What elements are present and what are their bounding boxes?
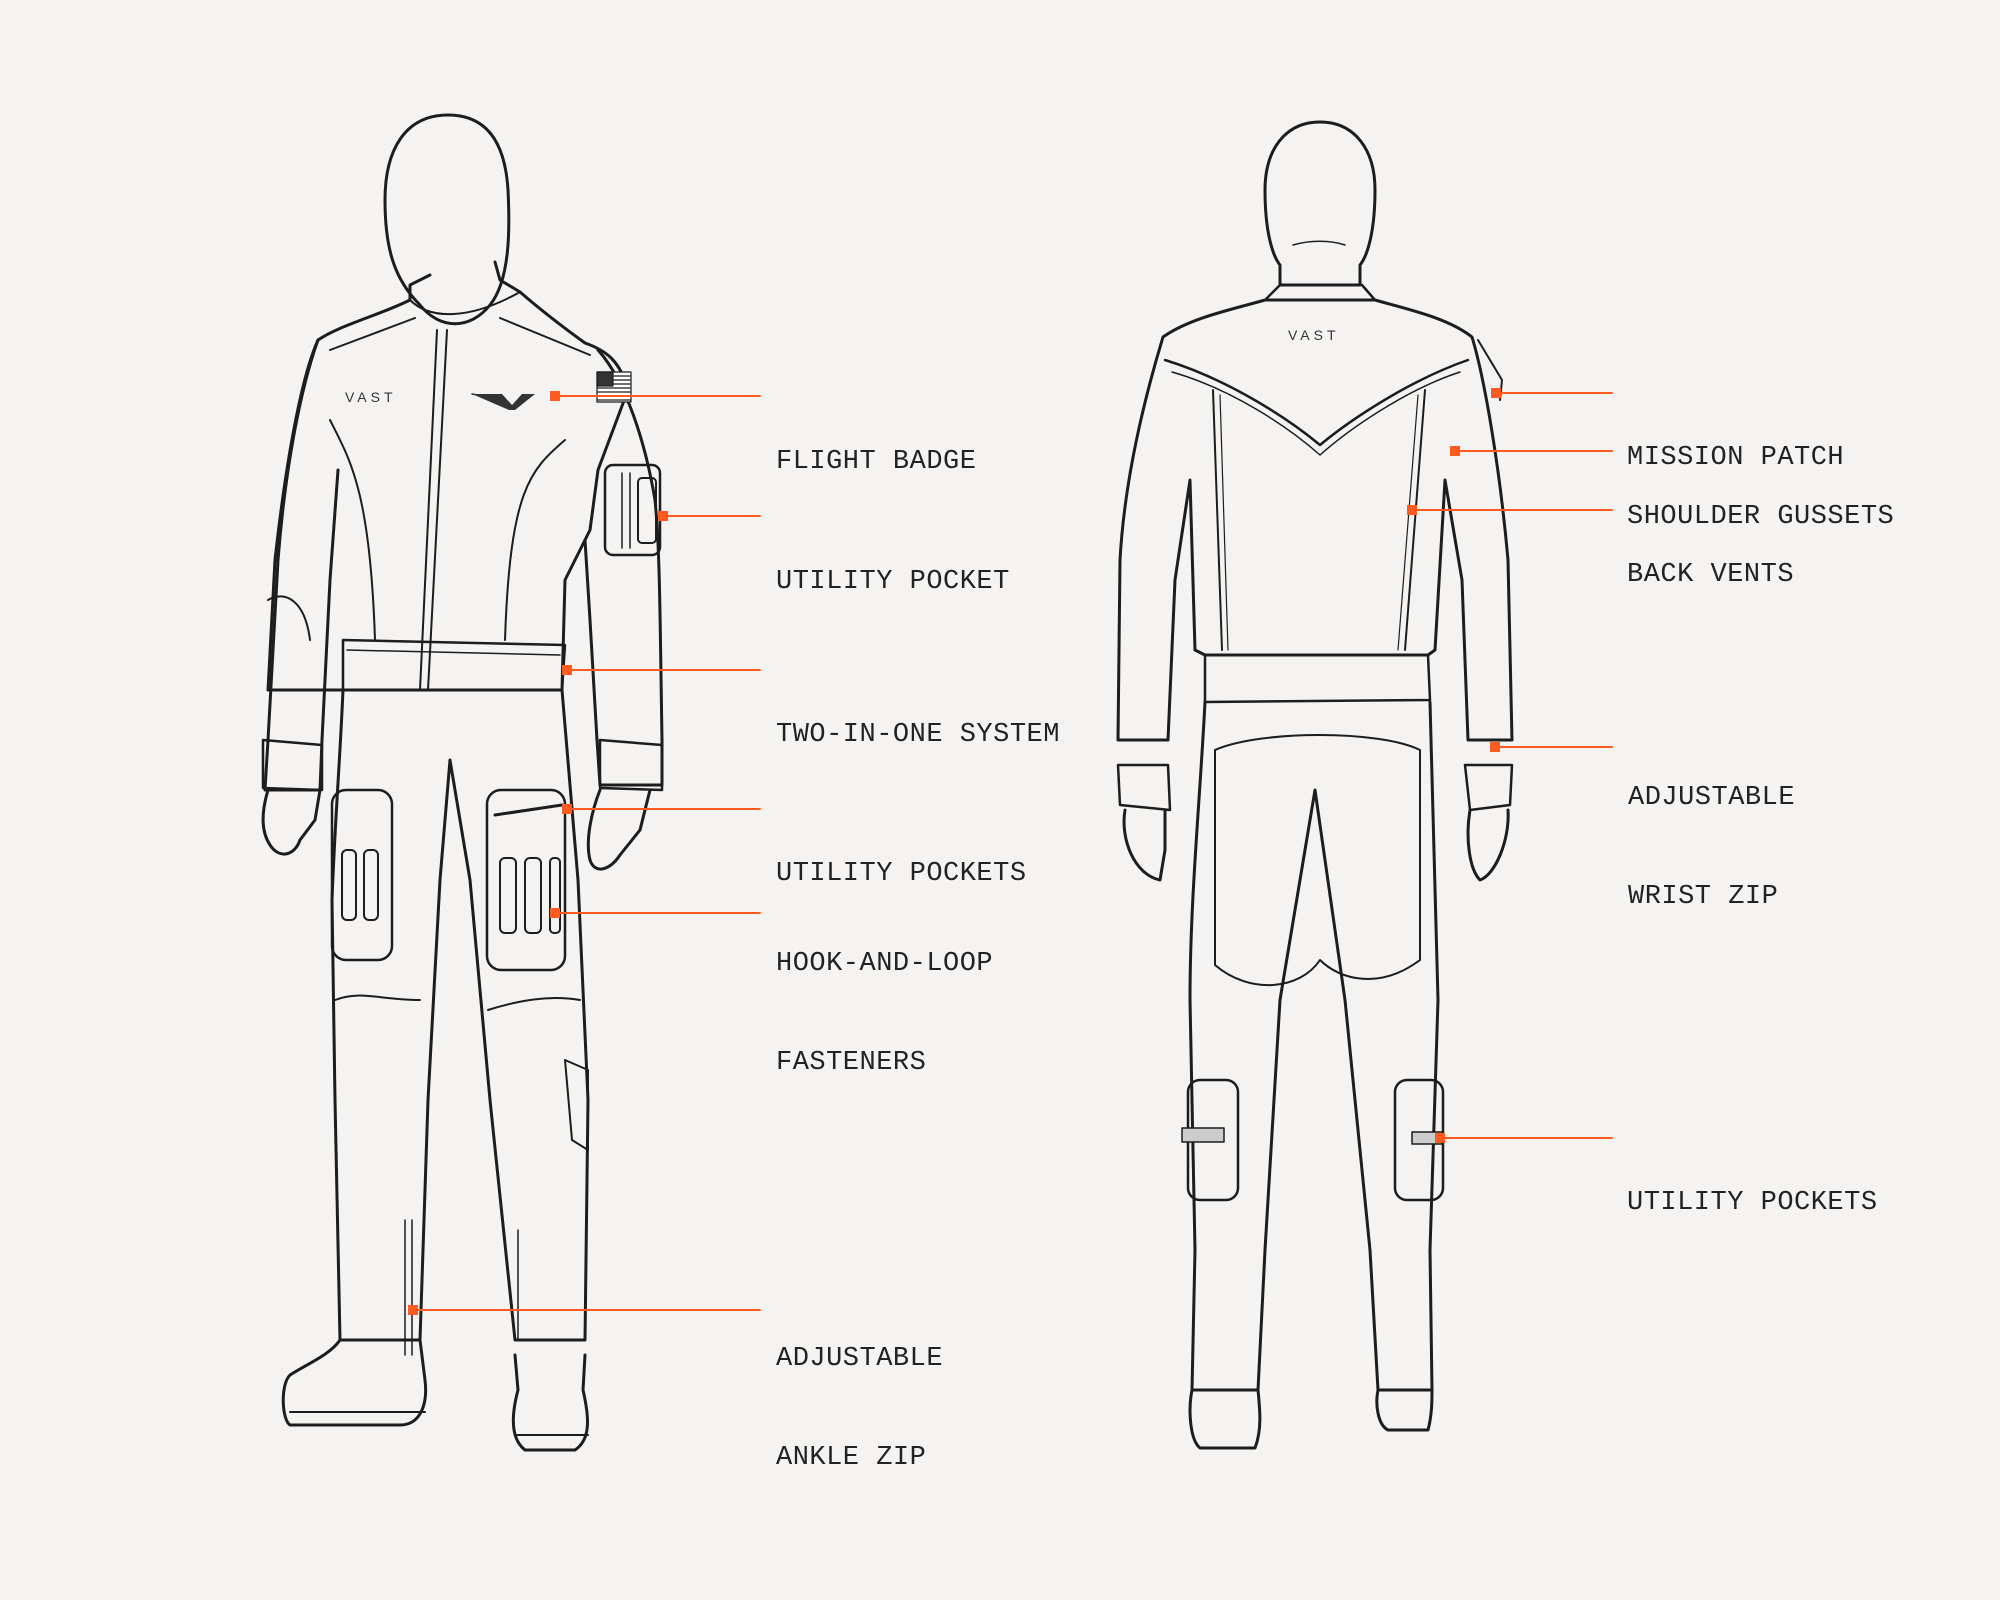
back-figure [1116, 120, 1514, 1450]
front-hand-right [586, 788, 652, 871]
back-neck-logo: VAST [1288, 327, 1340, 343]
front-hand-left [261, 788, 322, 856]
back-trousers [1188, 700, 1440, 1392]
front-jacket [266, 290, 630, 692]
label-hook-and-loop-fasteners: HOOK-AND-LOOP FASTENERS [776, 949, 994, 1078]
shoulder-gussets-marker [1450, 446, 1460, 456]
wrist-zip-marker [1490, 742, 1500, 752]
utility-pocket-marker [658, 511, 668, 521]
two-in-one-marker [562, 665, 572, 675]
mission-patch-marker [1491, 388, 1501, 398]
front-leaders [412, 395, 761, 1311]
front-boot-right [511, 1353, 589, 1452]
front-arm-left [263, 338, 340, 792]
label-two-in-one-system: TWO-IN-ONE SYSTEM [776, 720, 1060, 750]
front-figure [261, 113, 664, 1452]
chest-wings-logo [471, 393, 535, 410]
label-utility-pocket: UTILITY POCKET [776, 567, 1010, 597]
label-adjustable-ankle-zip: ADJUSTABLE ANKLE ZIP [776, 1344, 944, 1473]
back-leaders [1411, 392, 1613, 1139]
sleeve-pocket [603, 463, 662, 557]
back-leader-dots [1407, 388, 1501, 1143]
flag-patch-icon [596, 371, 632, 403]
back-head [1263, 120, 1377, 287]
ankle-zip-marker [408, 1305, 418, 1315]
label-utility-pockets-back: UTILITY POCKETS [1627, 1188, 1878, 1218]
front-zipper [419, 329, 448, 691]
label-adjustable-wrist-zip: ADJUSTABLE WRIST ZIP [1628, 783, 1796, 912]
front-arm-right [583, 348, 664, 787]
front-thigh-pocket-right [485, 788, 567, 972]
utility-pockets-marker [562, 804, 572, 814]
front-leader-dots [408, 391, 668, 1315]
ankle-zipper [404, 1219, 413, 1356]
front-boot-left [281, 1338, 428, 1427]
back-utility-pockets-marker [1435, 1133, 1445, 1143]
flight-badge-marker [550, 391, 560, 401]
front-head [383, 113, 511, 326]
front-chest-logo: VAST [345, 389, 397, 405]
front-thigh-pocket-left [330, 788, 394, 962]
back-vents-marker [1407, 505, 1417, 515]
label-utility-pockets-front: UTILITY POCKETS [776, 859, 1027, 889]
label-mission-patch: MISSION PATCH [1627, 443, 1845, 473]
label-shoulder-gussets: SHOULDER GUSSETS [1627, 502, 1895, 532]
label-flight-badge: FLIGHT BADGE [776, 447, 977, 477]
front-trousers [330, 688, 590, 1342]
label-back-vents: BACK VENTS [1627, 560, 1795, 590]
hook-and-loop-marker [550, 908, 560, 918]
